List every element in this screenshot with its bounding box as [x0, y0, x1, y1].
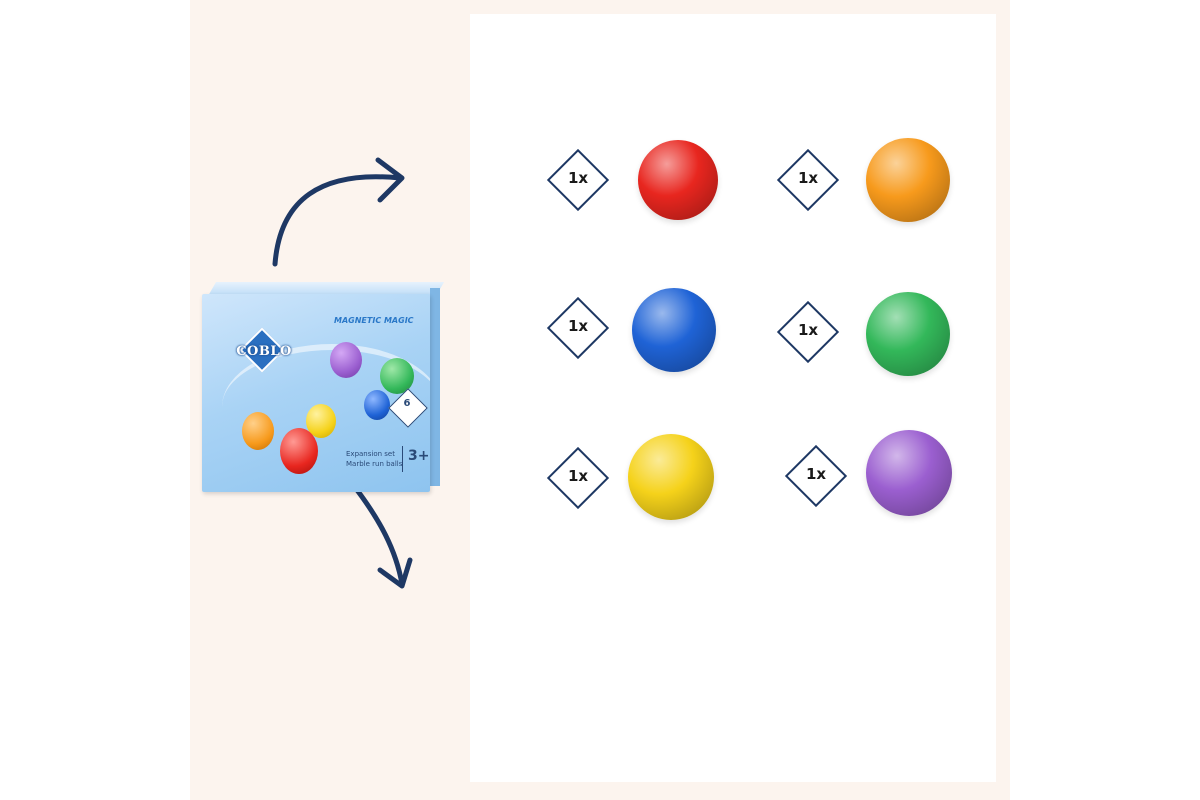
mini-ball-red — [280, 428, 318, 474]
quantity-badge: 1x — [776, 300, 840, 364]
item-yellow-ball: 1x — [546, 434, 786, 536]
quantity-label: 1x — [797, 321, 819, 339]
box-swoosh — [222, 344, 430, 470]
item-blue-ball: 1x — [546, 288, 786, 386]
quantity-label: 1x — [567, 169, 589, 187]
item-purple-ball: 1x — [784, 430, 1024, 534]
arrow-up-right-head-icon — [375, 157, 405, 203]
yellow-ball — [628, 434, 714, 520]
mini-ball-green — [380, 358, 414, 394]
box-separator — [402, 446, 403, 472]
box-front-face: COBLO MAGNETIC MAGIC 6 Expansion set Mar… — [202, 294, 430, 492]
brand-logo: COBLO — [232, 327, 291, 380]
mini-ball-purple — [330, 342, 362, 378]
mini-ball-blue — [364, 390, 390, 420]
box-age-label: 3+ — [408, 448, 430, 464]
item-orange-ball: 1x — [776, 138, 1016, 238]
arrow-down-head-icon — [377, 557, 413, 589]
orange-ball — [866, 138, 950, 222]
item-red-ball: 1x — [546, 140, 786, 238]
box-count-number: 6 — [403, 398, 411, 409]
box-title: MAGNETIC MAGIC — [334, 316, 414, 325]
purple-ball — [866, 430, 952, 516]
product-box: COBLO MAGNETIC MAGIC 6 Expansion set Mar… — [202, 282, 445, 492]
green-ball — [866, 292, 950, 376]
quantity-label: 1x — [805, 465, 827, 483]
quantity-badge: 1x — [776, 148, 840, 212]
quantity-badge: 1x — [546, 446, 610, 510]
box-subtitle-2: Marble run balls — [346, 460, 403, 468]
mini-ball-orange — [242, 412, 274, 450]
box-side-face — [430, 288, 440, 486]
quantity-label: 1x — [797, 169, 819, 187]
quantity-badge: 1x — [546, 296, 610, 360]
blue-ball — [632, 288, 716, 372]
quantity-label: 1x — [567, 317, 589, 335]
quantity-label: 1x — [567, 467, 589, 485]
quantity-badge: 1x — [784, 444, 848, 508]
arrow-down-icon — [351, 483, 405, 587]
red-ball — [638, 140, 718, 220]
box-subtitle-1: Expansion set — [346, 450, 395, 458]
brand-name: COBLO — [236, 344, 292, 359]
item-green-ball: 1x — [776, 292, 1016, 390]
arrow-up-right-icon — [272, 174, 403, 267]
quantity-badge: 1x — [546, 148, 610, 212]
